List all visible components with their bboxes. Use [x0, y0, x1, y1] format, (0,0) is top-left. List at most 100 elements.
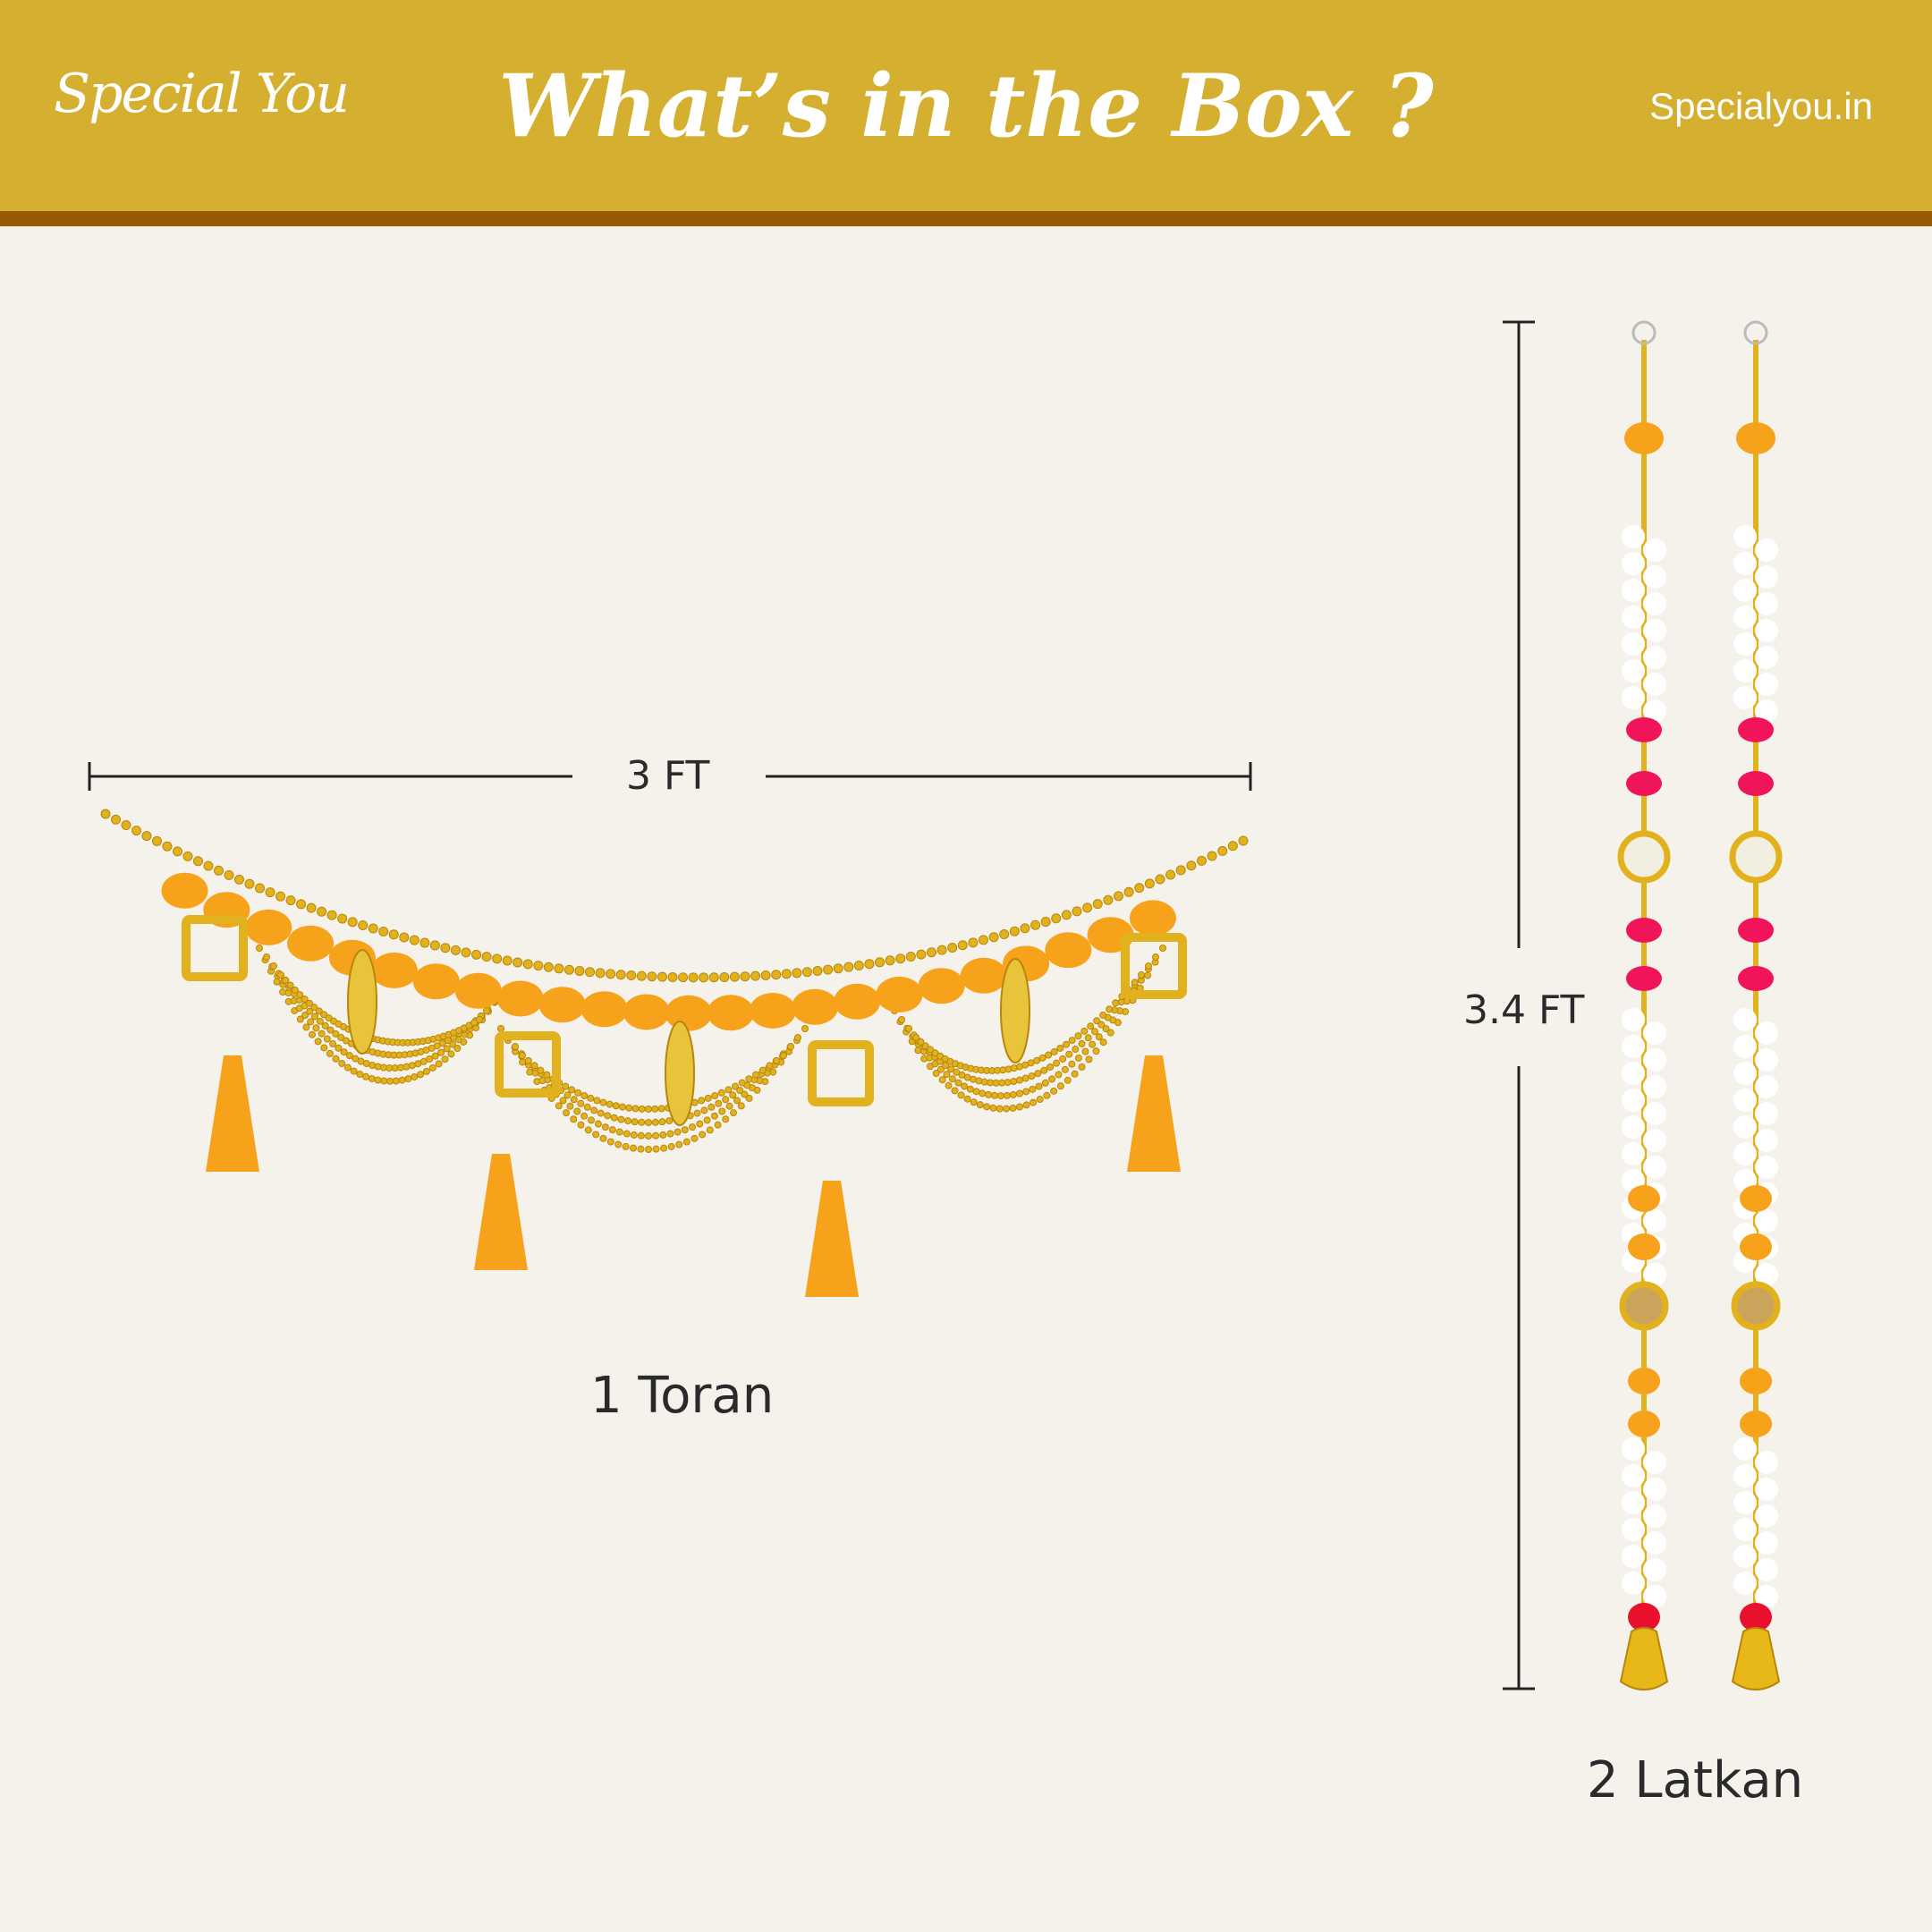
gold-bead [843, 962, 854, 972]
orange-pompom [454, 972, 502, 1009]
white-flower [1755, 673, 1778, 696]
orange-pompom [538, 987, 586, 1023]
white-flower [1643, 1102, 1666, 1125]
gold-bead [760, 970, 771, 980]
gold-bead [801, 1025, 809, 1032]
gold-bead [564, 1091, 572, 1099]
white-flower [1755, 1504, 1778, 1528]
gold-leaf [665, 1021, 695, 1126]
white-flower [1622, 1437, 1645, 1461]
gold-bead [563, 1109, 571, 1117]
orange-pompom [918, 968, 965, 1004]
pink-pompom [1738, 771, 1774, 796]
orange-pompom [1628, 1368, 1660, 1394]
gold-bead [1113, 891, 1123, 902]
gold-bead [1048, 1075, 1056, 1083]
white-flower [1733, 552, 1757, 575]
gold-bead [522, 959, 533, 970]
gold-bead [1022, 1088, 1030, 1096]
white-flower [1755, 1263, 1778, 1286]
gold-bead [637, 1145, 645, 1153]
gold-bead [492, 953, 503, 964]
gold-bead [345, 1052, 353, 1060]
gold-bead [594, 1120, 602, 1128]
gold-bead [429, 940, 440, 951]
gold-bead [645, 1119, 652, 1126]
gold-bead [606, 1138, 614, 1146]
orange-pompom [876, 976, 923, 1013]
white-flower [1755, 565, 1778, 589]
gold-bead [1134, 883, 1145, 894]
gold-bead [110, 814, 121, 825]
orange-pompom [1740, 1368, 1772, 1394]
white-flower [1643, 646, 1666, 669]
gold-bead [1123, 886, 1134, 897]
gold-bead [875, 957, 886, 968]
white-flower [1622, 659, 1645, 682]
gold-bead [398, 1076, 406, 1084]
gold-bead [961, 1082, 969, 1090]
gold-bead [588, 1116, 595, 1124]
gold-bead [1106, 1005, 1114, 1013]
white-flower [1733, 1062, 1757, 1085]
gold-bead [131, 826, 141, 836]
white-flower [1643, 1209, 1666, 1233]
gold-bead [1016, 1089, 1023, 1097]
gold-bead [574, 1089, 582, 1097]
gold-bead [580, 1092, 589, 1099]
gold-bead [388, 929, 399, 940]
gold-bead [637, 1131, 645, 1140]
gold-bead [592, 1131, 600, 1139]
gold-bead [991, 1091, 998, 1099]
white-flower [1643, 565, 1666, 589]
gold-bead [651, 1118, 659, 1126]
white-flower [1755, 1021, 1778, 1045]
white-flower [1622, 579, 1645, 602]
gold-bead [905, 1025, 912, 1032]
gold-bead [983, 1103, 991, 1111]
gold-bead [1046, 1063, 1055, 1071]
toran-width-label: 3 FT [626, 753, 710, 799]
gold-bead [1056, 1044, 1064, 1052]
gold-bead [979, 1089, 987, 1097]
gold-bead [326, 1049, 334, 1057]
gold-bead [1009, 1104, 1017, 1112]
gold-bead [1038, 1054, 1046, 1062]
white-flower [1755, 1048, 1778, 1072]
gold-bead [356, 1070, 364, 1078]
red-pompom [1628, 1603, 1660, 1631]
gold-bead [1145, 962, 1152, 970]
gold-bead [612, 1102, 620, 1110]
gold-bead [1099, 1011, 1107, 1019]
gold-bead [898, 1016, 905, 1023]
gold-bead [998, 1079, 1006, 1087]
orange-pompom [1129, 900, 1176, 936]
gold-bead [564, 964, 574, 975]
gold-bead [954, 1079, 962, 1087]
website-link[interactable]: Specialyou.in [1649, 85, 1873, 127]
gold-bead [623, 1130, 631, 1138]
gold-bead [337, 1033, 345, 1041]
gold-bead [718, 1107, 726, 1115]
gold-bead [980, 1078, 988, 1086]
gold-bead [1009, 1090, 1017, 1098]
gold-bead [263, 953, 270, 961]
gold-bead [599, 1098, 607, 1106]
white-flower [1755, 1451, 1778, 1474]
gold-bead [340, 1048, 348, 1056]
gold-bead [587, 1094, 595, 1102]
gold-bead [1080, 1027, 1089, 1035]
gold-bead [708, 972, 719, 983]
pink-pompom [1738, 966, 1774, 991]
white-flower [1733, 1491, 1757, 1514]
gold-bead [724, 1086, 733, 1094]
gold-bead [301, 996, 309, 1004]
gold-bead [1055, 1071, 1063, 1079]
gold-bead [678, 972, 689, 983]
gold-bead [265, 887, 275, 898]
gold-leaf [1000, 958, 1030, 1063]
gold-bead [1028, 1072, 1036, 1080]
gold-bead [441, 1055, 449, 1063]
gold-bead [1092, 1047, 1100, 1055]
gold-bead [380, 1077, 388, 1085]
